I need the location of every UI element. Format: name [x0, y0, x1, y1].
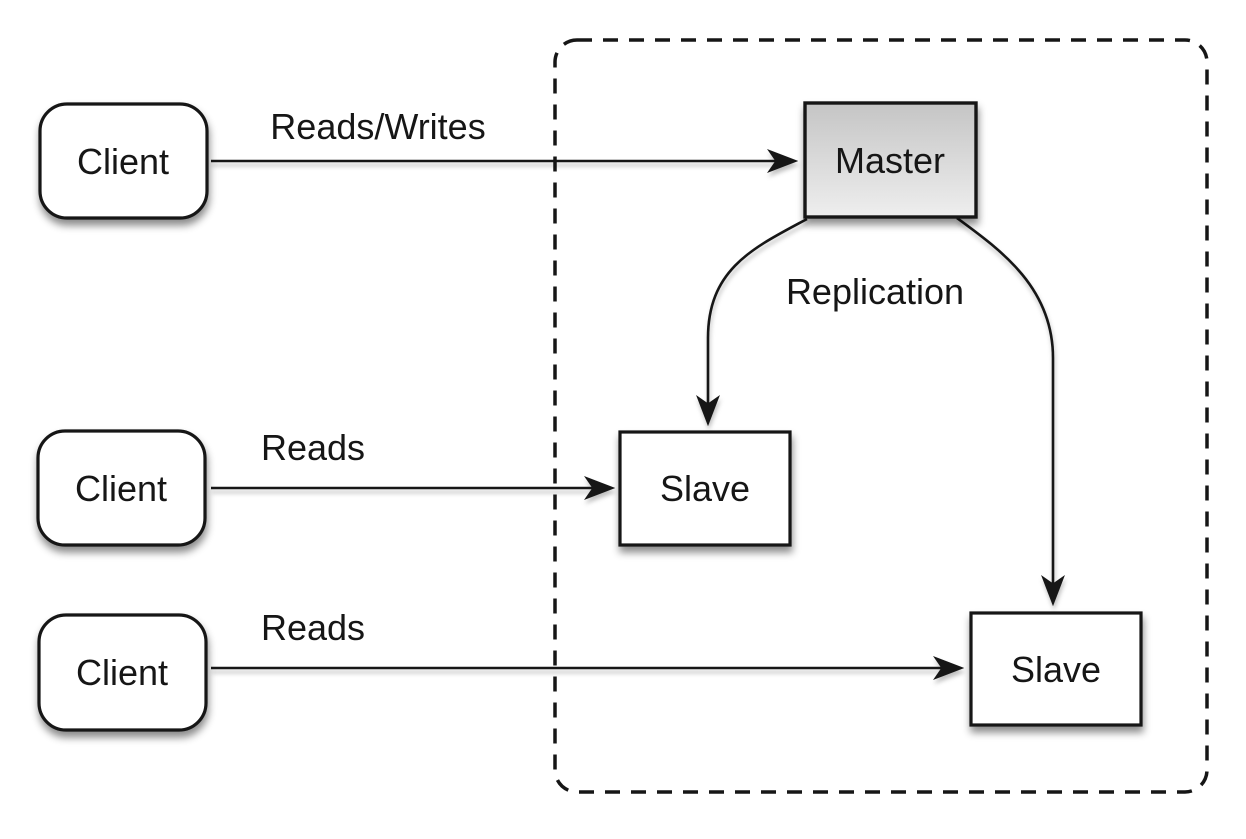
node-client-3	[37, 613, 208, 732]
edge-label-reads-1: Reads	[261, 427, 365, 468]
node-slave-1-label: Slave	[660, 468, 750, 509]
replication-group-boundary	[553, 38, 1209, 794]
edge-labels-layer: Reads/Writes Reads Reads Replication	[261, 106, 964, 648]
node-master-label: Master	[835, 140, 945, 181]
node-master	[803, 101, 978, 219]
edge-label-reads-writes: Reads/Writes	[270, 106, 485, 147]
edge-label-reads-2: Reads	[261, 607, 365, 648]
node-client-1	[38, 102, 209, 220]
server-nodes-layer	[618, 101, 1143, 727]
node-client-2-label: Client	[75, 468, 167, 509]
edge-label-replication: Replication	[786, 271, 964, 312]
node-client-2	[36, 429, 207, 547]
node-client-3-label: Client	[76, 652, 168, 693]
edges-layer	[211, 149, 1065, 680]
client-nodes-layer	[36, 102, 209, 732]
node-client-1-label: Client	[77, 141, 169, 182]
edge-master-slave1-replication	[696, 217, 808, 427]
node-slave-2-label: Slave	[1011, 649, 1101, 690]
node-slave-1	[618, 430, 792, 547]
node-labels-layer: Client Client Client Master Slave Slave	[75, 140, 1101, 693]
node-slave-2	[969, 611, 1143, 727]
edge-master-slave2-replication	[956, 216, 1065, 607]
